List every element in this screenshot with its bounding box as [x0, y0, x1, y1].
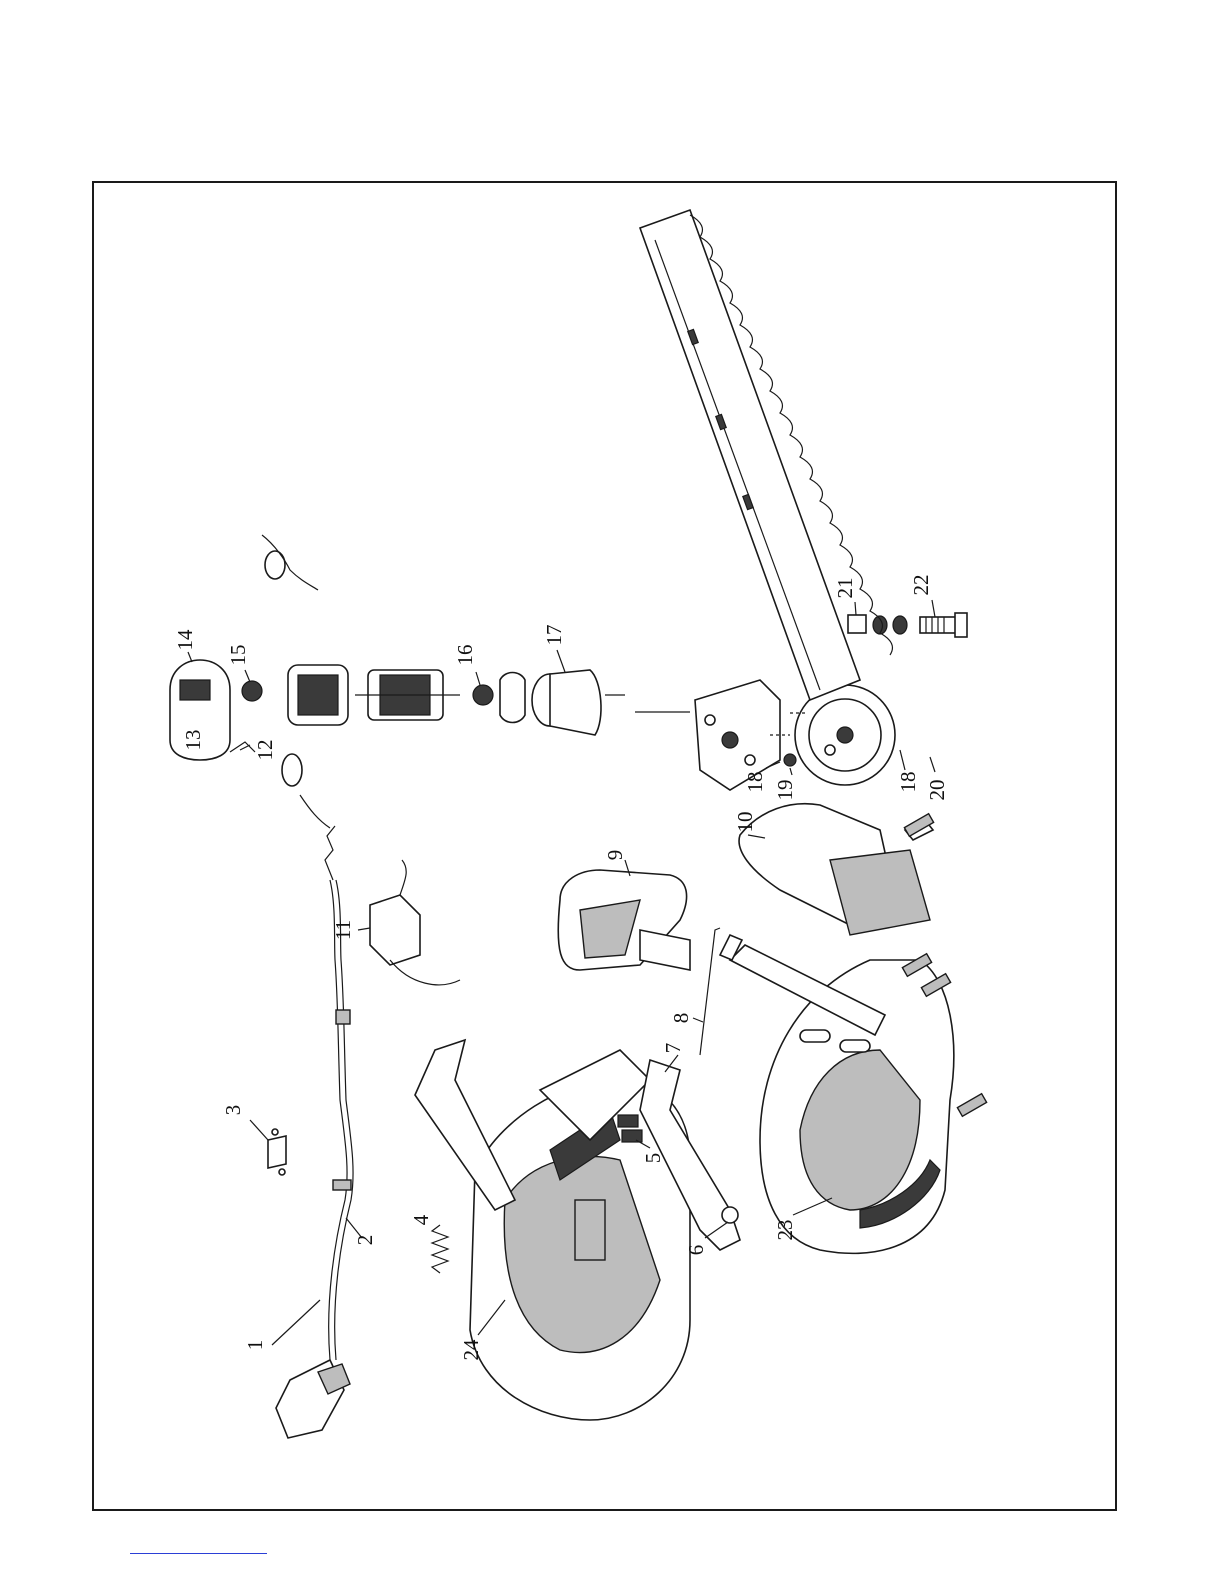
- label-16: 16: [453, 645, 477, 666]
- label-19: 19: [773, 780, 797, 801]
- label-14: 14: [173, 629, 197, 651]
- label-15: 15: [226, 645, 250, 666]
- bearing-bottom: [473, 685, 493, 705]
- handle-cover: [558, 870, 690, 970]
- label-22: 22: [909, 575, 933, 596]
- bearing-top: [242, 681, 262, 701]
- power-cord-plug: [276, 826, 353, 1438]
- label-9: 9: [603, 850, 627, 861]
- label-11: 11: [331, 920, 355, 940]
- washer-2: [893, 616, 907, 634]
- switch-rod: [700, 928, 720, 1055]
- label-18b: 18: [896, 772, 920, 793]
- label-13: 13: [181, 730, 205, 751]
- cable-grommet: [282, 754, 302, 786]
- spring: [432, 1225, 448, 1273]
- motor-housing: [532, 670, 601, 735]
- fan: [500, 673, 525, 723]
- label-21: 21: [833, 578, 857, 599]
- label-6: 6: [684, 1245, 708, 1256]
- spacer: [848, 615, 866, 633]
- label-2: 2: [353, 1235, 377, 1246]
- footer-link-underline[interactable]: [130, 1553, 267, 1554]
- label-18a: 18: [743, 772, 767, 793]
- label-3: 3: [221, 1105, 245, 1116]
- label-5: 5: [641, 1153, 665, 1164]
- label-7: 7: [661, 1043, 685, 1054]
- right-housing: [720, 935, 954, 1253]
- blade-guard: [739, 804, 933, 935]
- label-17: 17: [542, 625, 566, 646]
- capacitor: [370, 860, 460, 985]
- label-24: 24: [459, 1339, 483, 1361]
- cable-clamp: [268, 1129, 286, 1175]
- label-20: 20: [925, 780, 949, 801]
- motor-armature: [355, 670, 460, 720]
- cable-grommet-top: [265, 551, 285, 579]
- label-4: 4: [409, 1214, 433, 1225]
- motor-stator: [288, 665, 348, 725]
- bolt: [920, 613, 967, 637]
- label-23: 23: [773, 1220, 797, 1241]
- label-1: 1: [243, 1340, 267, 1351]
- label-12: 12: [253, 740, 277, 761]
- label-8: 8: [669, 1013, 693, 1024]
- gear-housing: [695, 680, 780, 790]
- label-10: 10: [733, 812, 757, 833]
